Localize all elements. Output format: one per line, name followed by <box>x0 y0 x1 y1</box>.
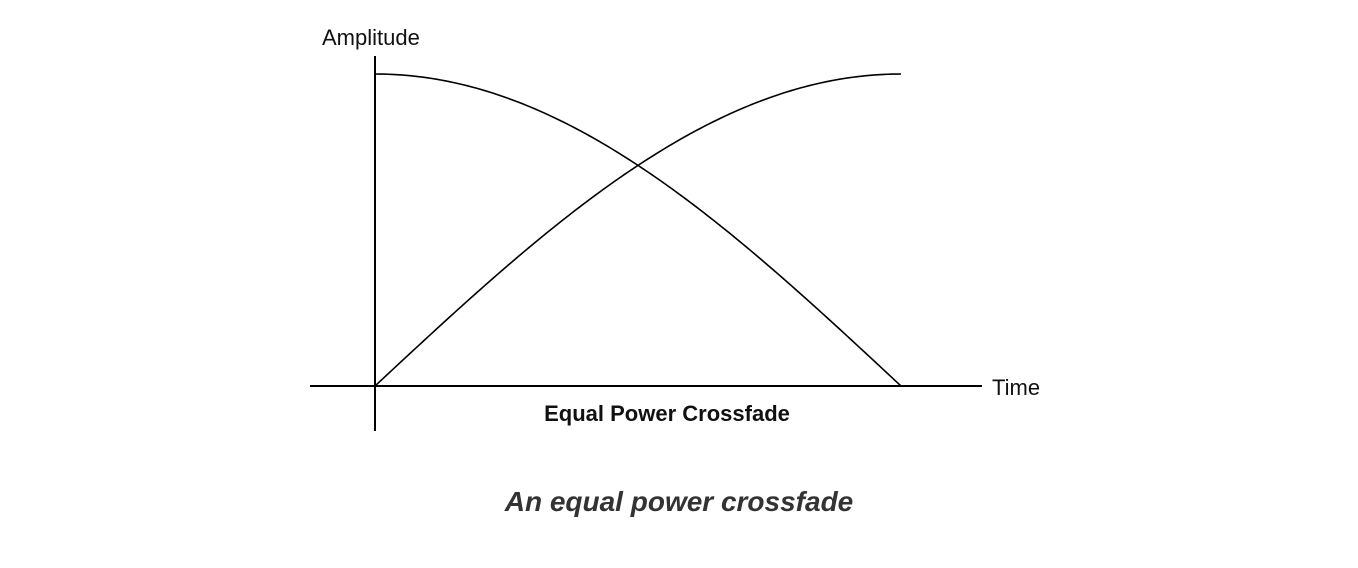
fade-in-curve <box>374 73 902 387</box>
y-axis-label: Amplitude <box>322 25 420 50</box>
chart-title: Equal Power Crossfade <box>544 401 790 426</box>
figure-caption: An equal power crossfade <box>504 486 854 517</box>
x-axis-label: Time <box>992 375 1040 400</box>
series-layer <box>374 73 902 387</box>
fade-out-curve <box>374 73 902 387</box>
